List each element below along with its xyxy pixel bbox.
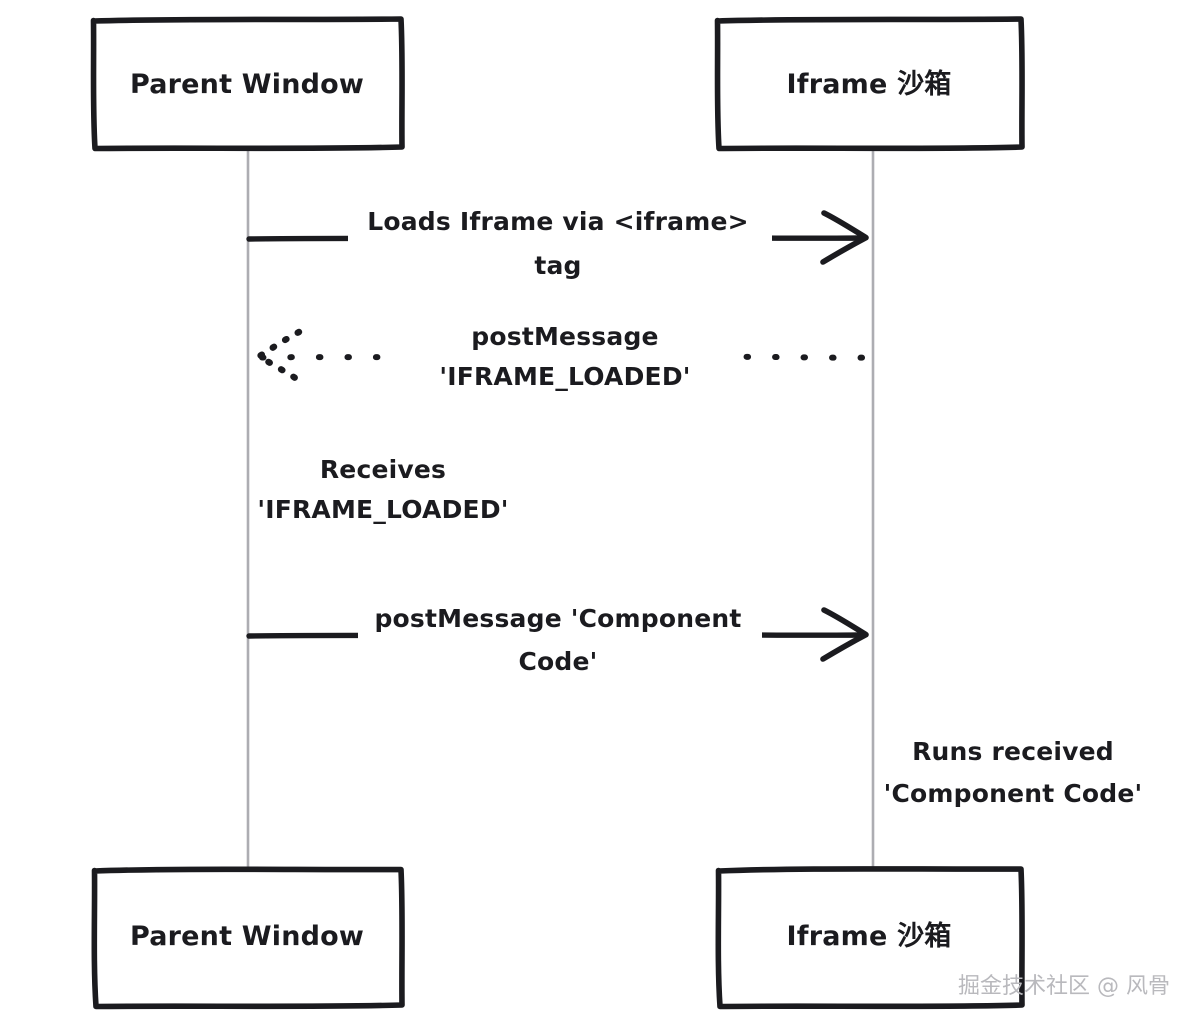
arrowhead-left-2 bbox=[252, 328, 304, 385]
participant-label-iframe-bottom: Iframe 沙箱 bbox=[787, 920, 952, 952]
message-label-3-line2: Code' bbox=[518, 647, 597, 676]
message-component-code[interactable]: postMessage 'Component Code' bbox=[246, 594, 869, 678]
participant-box-parent-bottom[interactable]: Parent Window bbox=[91, 866, 405, 1010]
message-label-2-line2: 'IFRAME_LOADED' bbox=[439, 362, 690, 391]
participant-box-iframe-top-outline bbox=[714, 16, 1025, 152]
participant-box-iframe-bottom[interactable]: Iframe 沙箱 bbox=[715, 866, 1025, 1010]
participant-label-parent-bottom: Parent Window bbox=[130, 921, 364, 952]
participant-box-parent-top[interactable]: Parent Window bbox=[90, 16, 405, 152]
note-receives-line1: Receives bbox=[320, 455, 446, 484]
message-label-1-bg bbox=[348, 198, 772, 282]
watermark: 掘金技术社区 @ 风骨 bbox=[958, 974, 1170, 999]
note-runs-line2: 'Component Code' bbox=[884, 779, 1143, 808]
note-runs-line1: Runs received bbox=[912, 737, 1114, 766]
participant-box-iframe-bottom-outline bbox=[715, 866, 1025, 1010]
participant-box-iframe-top[interactable]: Iframe 沙箱 bbox=[714, 16, 1025, 152]
participant-label-parent-top: Parent Window bbox=[130, 69, 364, 100]
arrowhead-right-1 bbox=[820, 210, 869, 265]
message-label-2-line1: postMessage bbox=[471, 322, 658, 351]
note-receives: Receives 'IFRAME_LOADED' bbox=[257, 455, 508, 524]
note-runs: Runs received 'Component Code' bbox=[884, 737, 1143, 808]
message-label-1-line1: Loads Iframe via <iframe> bbox=[367, 207, 749, 236]
message-line-2 bbox=[259, 353, 875, 361]
note-receives-line2: 'IFRAME_LOADED' bbox=[257, 495, 508, 524]
message-label-3-bg bbox=[358, 594, 762, 678]
message-label-3-line1: postMessage 'Component bbox=[374, 604, 741, 633]
lifelines bbox=[246, 146, 875, 874]
participant-box-parent-top-outline bbox=[90, 16, 405, 152]
message-load-iframe[interactable]: Loads Iframe via <iframe> tag bbox=[246, 198, 869, 282]
participant-label-iframe-top: Iframe 沙箱 bbox=[787, 68, 952, 100]
participant-box-parent-bottom-outline bbox=[91, 866, 405, 1010]
message-label-1-line2: tag bbox=[534, 251, 581, 280]
message-label-2-bg bbox=[398, 314, 738, 394]
arrowhead-right-3 bbox=[820, 607, 869, 662]
message-iframe-loaded[interactable]: postMessage 'IFRAME_LOADED' bbox=[252, 314, 875, 394]
